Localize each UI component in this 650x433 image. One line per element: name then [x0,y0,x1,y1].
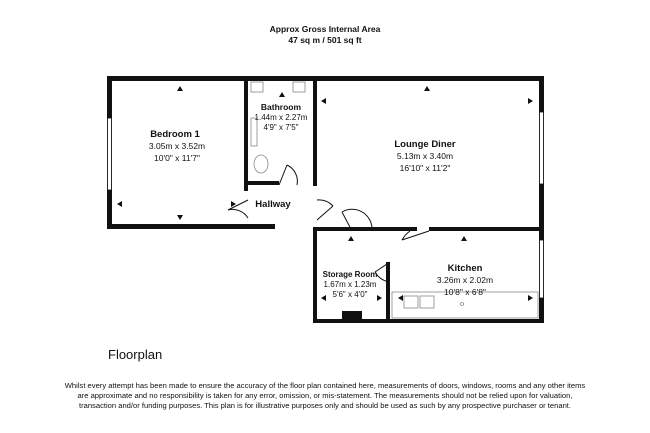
kitchen-metric: 3.26m x 2.02m [437,275,493,285]
arrow-kitchen-right [528,295,533,301]
lounge-imperial: 16'10" x 11'2" [400,163,451,173]
windows [107,111,544,299]
door-bedroom [227,199,249,219]
kitchen-imperial: 10'8" x 6'8" [444,287,486,297]
arrow-bed-left [117,201,122,207]
wall-bedroom-bottom [107,224,275,229]
wall-bottom [313,319,544,323]
wall-bath-lounge [313,76,317,186]
sink-icon [403,295,419,309]
bathroom-fixtures [250,81,306,174]
bedroom-imperial: 10'0" x 11'7" [154,153,200,163]
room-labels: Bedroom 1 3.05m x 3.52m 10'0" x 11'7" Ba… [149,102,493,299]
arrow-bed-right [231,201,236,207]
wall-top [107,76,544,81]
arrow-lounge-right [528,98,533,104]
door-kitchen [401,230,430,241]
bedroom-name: Bedroom 1 [150,129,200,140]
door-storage [374,261,391,283]
storage-name: Storage Room [323,270,378,279]
disclaimer-text: Whilst every attempt has been made to en… [64,381,586,410]
bath-edge [250,117,258,147]
arrow-storage-right [377,295,382,301]
door-hall-lounge [341,208,373,232]
bathroom-imperial: 4'9" x 7'5" [264,123,299,132]
wall-lounge-kitchen [429,227,544,231]
wall-storage-kitchen [386,262,390,322]
area-title: Approx Gross Internal Area [269,24,381,34]
arrow-kitchen-left [398,295,403,301]
window-bedroom [107,117,112,191]
kitchen-name: Kitchen [448,263,483,274]
toilet-icon [253,154,269,174]
arrow-storage-left [321,295,326,301]
storage-metric: 1.67m x 1.23m [324,280,377,289]
arrow-lounge-top [424,86,430,91]
arrow-kitchen-top [461,236,467,241]
storage-unit [342,311,362,319]
storage-imperial: 5'6" x 4'0" [333,290,368,299]
door-bathroom [278,164,298,186]
arrow-storage-top [348,236,354,241]
wall-storage-left [313,227,317,323]
arrow-bed-top [177,86,183,91]
lounge-name: Lounge Diner [394,139,456,150]
window-lounge [539,111,544,185]
bedroom-metric: 3.05m x 3.52m [149,141,205,151]
wall-hall-bottom [313,227,417,231]
lounge-metric: 5.13m x 3.40m [397,151,453,161]
bath-fixture-2 [292,81,306,93]
wall-bath-bottom [244,181,279,185]
arrow-bath-top [279,92,285,97]
hob-icon [460,302,464,306]
floorplan-caption: Floorplan [108,347,163,362]
arrow-bed-bottom [177,215,183,220]
bathroom-name: Bathroom [261,102,302,112]
sink-icon-2 [419,295,435,309]
wall-bed-bath [244,76,248,191]
window-kitchen [539,239,544,299]
hallway-name: Hallway [255,199,291,210]
bathroom-metric: 1.44m x 2.27m [255,113,308,122]
kitchen-fixtures [391,291,539,319]
doors [227,164,430,283]
kitchen-worktop [391,291,539,319]
wall-right [539,76,544,323]
arrow-lounge-left [321,98,326,104]
door-lounge [316,199,334,221]
bath-fixture-1 [250,81,264,93]
dimension-arrows [117,86,533,301]
area-value: 47 sq m / 501 sq ft [288,35,362,45]
